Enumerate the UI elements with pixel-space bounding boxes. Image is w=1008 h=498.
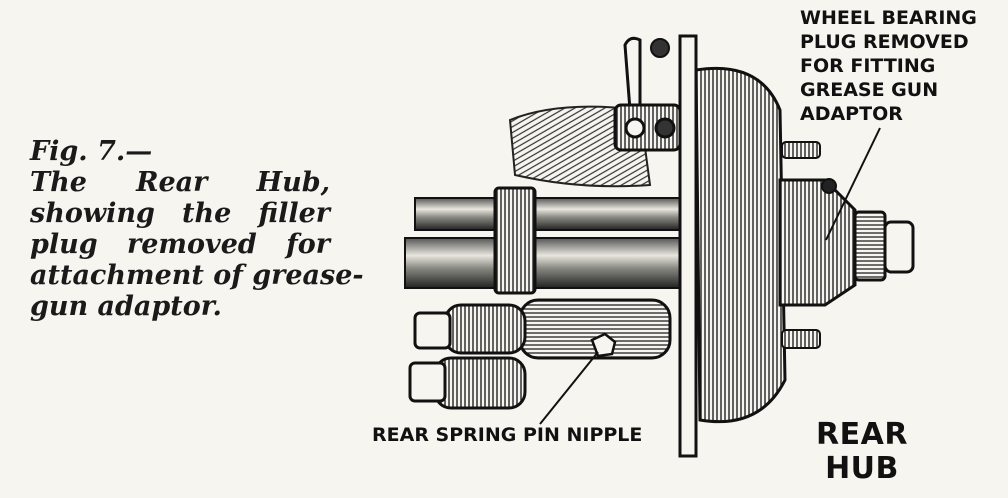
axle-collar [493, 186, 537, 295]
shackle-bolt-lower [433, 356, 527, 410]
axle-upper [414, 197, 696, 231]
caption-line-3: plug removed for [30, 229, 330, 260]
bolt-head-lower [408, 361, 447, 403]
shackle-bolt-upper [443, 303, 527, 355]
caption-line-5: gun adaptor. [30, 291, 222, 322]
figure-number: Fig. 7.— [30, 136, 153, 167]
hub-nut [853, 210, 887, 282]
rear-hub-title: REAR HUB [816, 417, 908, 486]
caption-line-2: showing the filler [30, 198, 330, 229]
caption-line-1: The Rear Hub, [30, 167, 330, 198]
nipple-leader [539, 351, 599, 425]
lever-knob [650, 38, 670, 58]
hub-body [778, 178, 857, 307]
wheel-bearing-leader [825, 127, 881, 241]
wheel-stud-top [781, 141, 821, 159]
spring-pin-nipple-label: REAR SPRING PIN NIPPLE [372, 424, 643, 446]
backing-plate [678, 34, 698, 458]
rear-hub-illustration [404, 34, 915, 458]
figure-caption: Fig. 7.— The Rear Hub, showing the fille… [30, 136, 364, 322]
wheel-bearing-label: WHEEL BEARING PLUG REMOVED FOR FITTING G… [800, 7, 977, 125]
brake-lever [623, 36, 642, 112]
bolt-head-upper [413, 311, 452, 350]
brake-drum [694, 66, 787, 424]
hub-cap [883, 220, 915, 274]
wheel-stud-bottom [781, 329, 821, 349]
plug-hole [821, 178, 837, 194]
caption-line-4: attachment of grease- [30, 260, 364, 291]
axle-lower [404, 237, 696, 289]
